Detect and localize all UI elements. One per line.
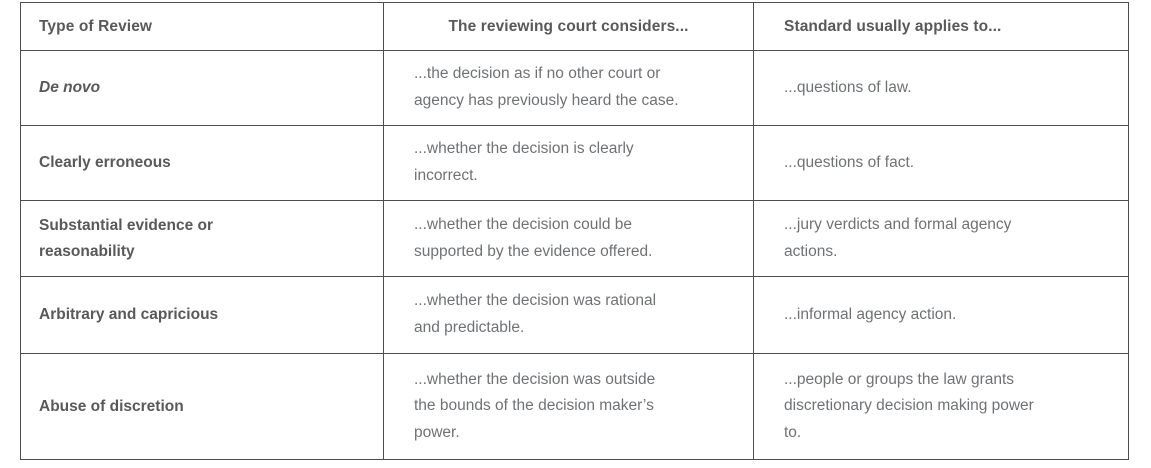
table-header-row: Type of Review The reviewing court consi… (20, 2, 1129, 51)
column-header-type-of-review: Type of Review (20, 2, 384, 51)
cell-text-line: ...informal agency action. (784, 305, 957, 323)
cell-court-considers: ...the decision as if no other court or … (383, 50, 754, 126)
column-header-reviewing-court-considers: The reviewing court considers... (383, 2, 754, 51)
table-row: Substantial evidence or reasonability ..… (20, 200, 1129, 277)
cell-text-line: ...jury verdicts and formal agency (784, 215, 1012, 233)
cell-text-line: ...whether the decision is clearly (414, 140, 634, 158)
cell-applies-to: ...questions of law. (753, 50, 1129, 126)
table-row: Arbitrary and capricious ...whether the … (20, 276, 1129, 354)
cell-text-line: to. (784, 423, 802, 441)
cell-text-line: incorrect. (414, 167, 478, 184)
table-row: Abuse of discretion ...whether the decis… (20, 353, 1129, 460)
table-row: Clearly erroneous ...whether the decisio… (20, 125, 1129, 201)
cell-text-line: ...whether the decision was outside (414, 370, 656, 388)
cell-text-line: power. (414, 423, 460, 441)
cell-text-line: ...people or groups the law grants (784, 370, 1015, 388)
cell-court-considers: ...whether the decision could be support… (383, 200, 754, 277)
cell-review-type: Abuse of discretion (20, 353, 384, 460)
cell-text-line: discretionary decision making power (784, 397, 1034, 415)
review-standards-table: Type of Review The reviewing court consi… (20, 2, 1129, 460)
cell-text-line: ...whether the decision was rational (414, 292, 657, 310)
cell-text-line: ...whether the decision could be (414, 215, 632, 233)
cell-text-line: Substantial evidence or (39, 217, 213, 235)
table-row: De novo ...the decision as if no other c… (20, 50, 1129, 126)
cell-applies-to: ...jury verdicts and formal agency actio… (753, 200, 1129, 277)
cell-applies-to: ...informal agency action. (753, 276, 1129, 354)
cell-text-line: supported by the evidence offered. (414, 242, 653, 260)
cell-applies-to: ...people or groups the law grants discr… (753, 353, 1129, 460)
cell-applies-to: ...questions of fact. (753, 125, 1129, 201)
cell-review-type: Substantial evidence or reasonability (20, 200, 384, 277)
cell-text-line: and predictable. (414, 319, 525, 336)
cell-court-considers: ...whether the decision is clearly incor… (383, 125, 754, 201)
cell-text-line: agency has previously heard the case. (414, 92, 679, 109)
cell-court-considers: ...whether the decision was rational and… (383, 276, 754, 354)
cell-text-line: ...questions of law. (784, 78, 912, 96)
column-header-standard-applies-to: Standard usually applies to... (753, 2, 1129, 51)
cell-review-type: Clearly erroneous (20, 125, 384, 201)
cell-court-considers: ...whether the decision was outside the … (383, 353, 754, 460)
table-body: De novo ...the decision as if no other c… (20, 50, 1129, 460)
cell-text-line: actions. (784, 242, 838, 260)
cell-text-line: reasonability (39, 242, 135, 260)
review-standards-table-container: Type of Review The reviewing court consi… (20, 2, 1129, 460)
cell-text-line: ...the decision as if no other court or (414, 65, 661, 83)
table-header: Type of Review The reviewing court consi… (20, 2, 1129, 51)
cell-review-type: Arbitrary and capricious (20, 276, 384, 354)
cell-review-type: De novo (20, 50, 384, 126)
cell-text-line: the bounds of the decision maker’s (414, 397, 654, 415)
cell-text-line: ...questions of fact. (784, 153, 915, 171)
